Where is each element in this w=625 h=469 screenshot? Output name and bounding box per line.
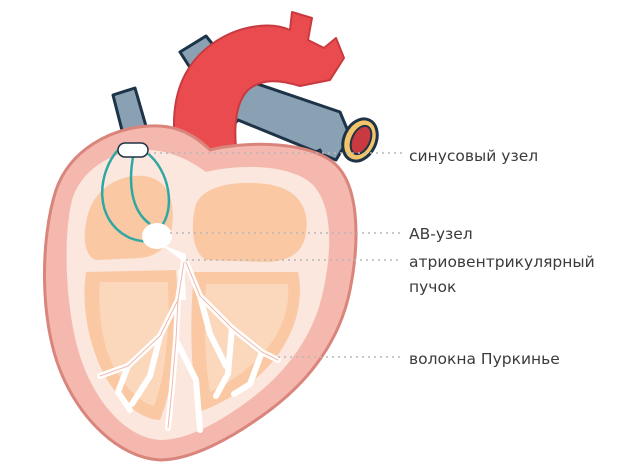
sa-node xyxy=(118,143,148,157)
left-atrium xyxy=(193,183,307,262)
label-av-bundle: атриовентрикулярный пучок xyxy=(409,250,624,300)
label-av-node: АВ-узел xyxy=(409,224,473,244)
label-sa-node: синусовый узел xyxy=(409,146,538,166)
label-purkinje-fibers: волокна Пуркинье xyxy=(409,349,560,369)
av-node xyxy=(142,223,172,249)
